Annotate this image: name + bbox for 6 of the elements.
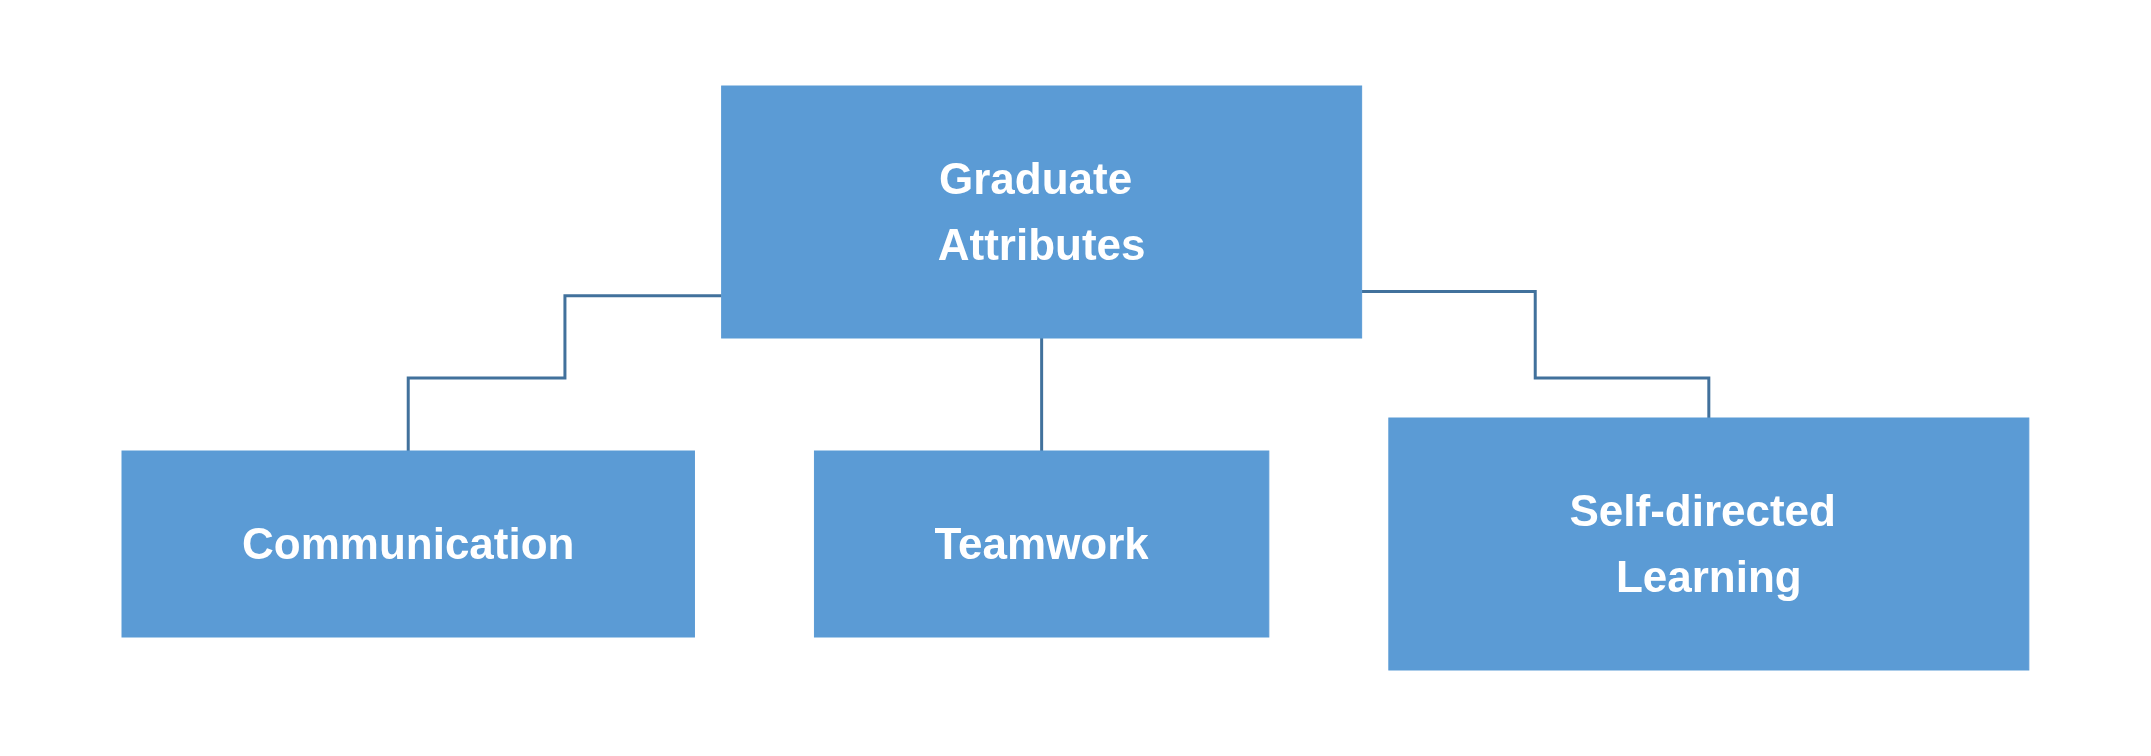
connector	[1361, 290, 1711, 420]
node-box: Communication	[121, 450, 696, 638]
connector	[406, 294, 722, 453]
node-box: Self-directed Learning	[1388, 417, 2030, 671]
node-box: Teamwork	[814, 450, 1270, 638]
node-box: Graduate Attributes	[721, 85, 1363, 339]
